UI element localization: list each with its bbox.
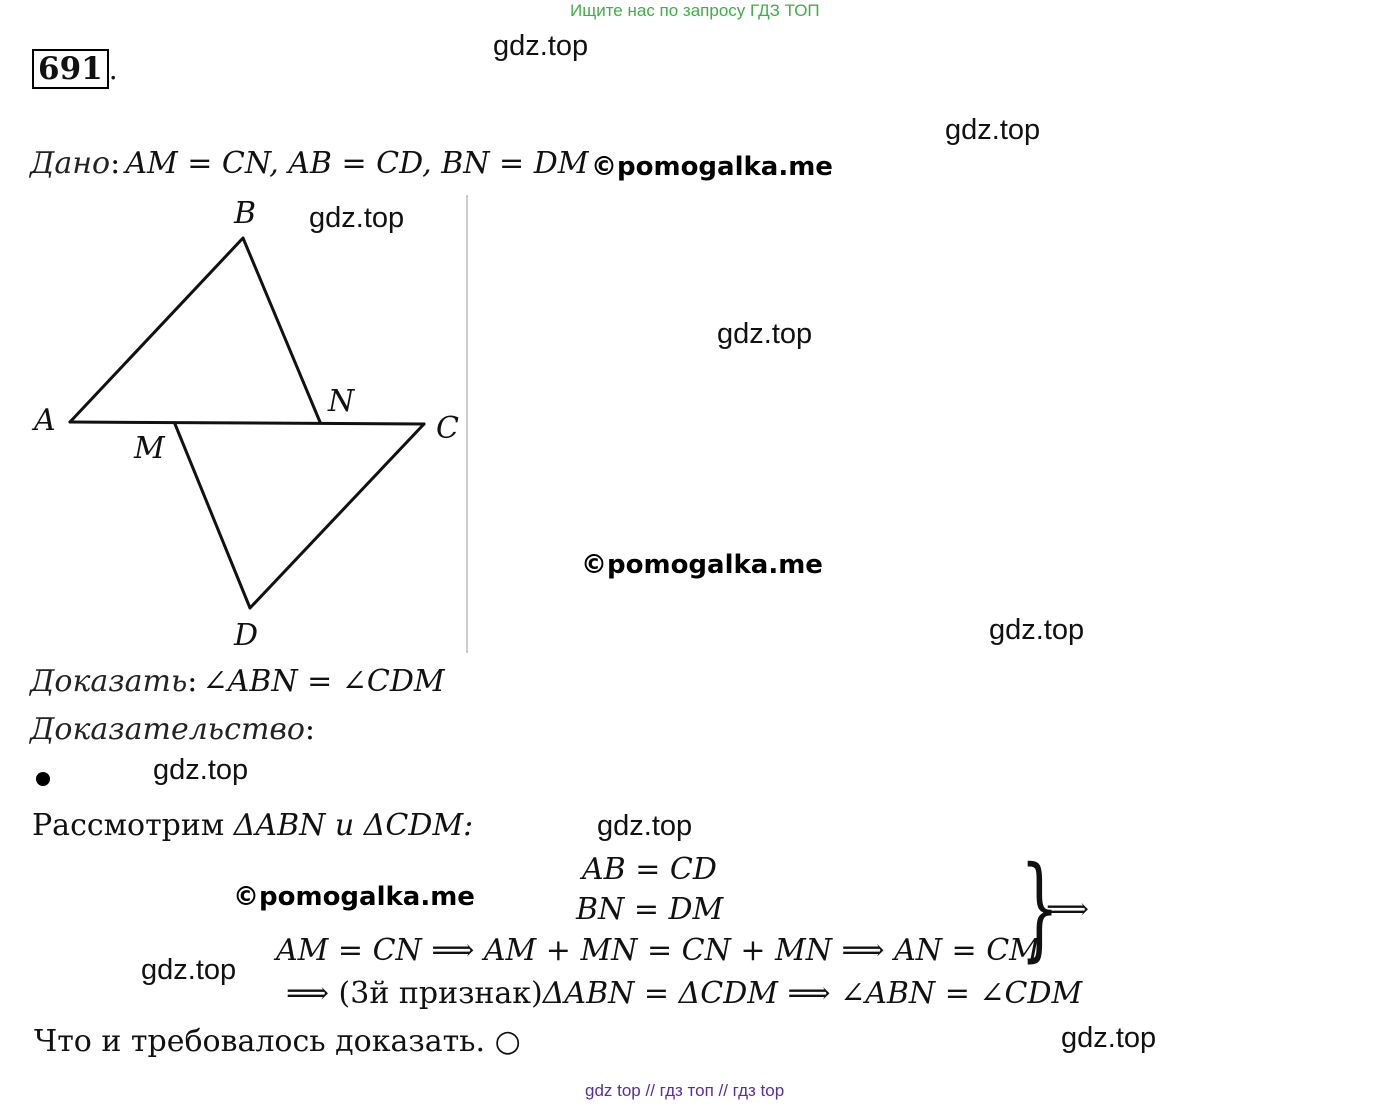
watermark-gdz: gdz.top	[309, 202, 405, 234]
problem-number: 691	[32, 49, 109, 89]
watermark-gdz: gdz.top	[989, 614, 1085, 646]
prove-colon: :	[187, 664, 198, 699]
watermark-gdz: gdz.top	[153, 754, 249, 786]
point-label-n: N	[327, 384, 356, 419]
right-brace: }	[1020, 843, 1060, 973]
given-line: Дано: AM = CN, AB = CD, BN = DM	[30, 146, 588, 181]
triangle-cdm	[173, 422, 426, 610]
given-content: AM = CN, AB = CD, BN = DM	[125, 146, 589, 181]
point-label-m: M	[133, 431, 166, 466]
point-label-d: D	[233, 618, 258, 653]
watermark-gdz: gdz.top	[597, 810, 693, 842]
consider-text: Рассмотрим	[32, 808, 234, 843]
conclusion-criterion: (3й признак)	[338, 976, 543, 1011]
problem-number-dot: .	[108, 53, 118, 86]
equation-bn-dm: BN = DM	[576, 892, 724, 927]
conclusion-line: ⟹ (3й признак)ΔABN = ΔCDM ⟹ ∠ABN = ∠CDM	[286, 976, 1082, 1011]
proof-colon: :	[304, 712, 316, 747]
given-colon: :	[110, 146, 121, 181]
conclusion-math: ΔABN = ΔCDM ⟹ ∠ABN = ∠CDM	[542, 976, 1083, 1011]
triangle-abn	[68, 236, 322, 424]
search-banner: Ищите нас по запросу ГДЗ ТОП	[570, 1, 820, 20]
equation-am-cn: AM = CN ⟹ AM + MN = CN + MN ⟹ AN = CM	[276, 933, 1040, 968]
point-label-a: A	[31, 403, 56, 438]
watermark-gdz: gdz.top	[1061, 1022, 1157, 1054]
conclusion-arrow: ⟹	[286, 976, 339, 1011]
equation-ab-cd: AB = CD	[582, 852, 717, 887]
watermark-pomogalka: ©pomogalka.me	[581, 550, 823, 580]
proof-heading: Доказательство:	[30, 712, 315, 747]
prove-content: ∠ABN = ∠CDM	[202, 664, 445, 699]
segment-ac	[68, 420, 426, 426]
consider-line: Рассмотрим ΔABN и ΔCDM:	[32, 808, 473, 843]
point-label-c: C	[436, 411, 459, 446]
prove-line: Доказать: ∠ABN = ∠CDM	[30, 664, 445, 699]
watermark-gdz: gdz.top	[141, 954, 237, 986]
point-label-b: B	[233, 196, 256, 231]
watermark-pomogalka: ©pomogalka.me	[591, 152, 833, 182]
implies-arrow: ⟹	[1046, 892, 1090, 927]
consider-math: ΔABN и ΔCDM:	[233, 808, 474, 843]
problem-number-block: 691.	[32, 49, 118, 89]
watermark-pomogalka: ©pomogalka.me	[233, 882, 475, 912]
watermark-gdz: gdz.top	[945, 114, 1041, 146]
bullet-point	[36, 772, 50, 786]
qed-line: Что и требовалось доказать. ○	[34, 1024, 521, 1059]
footer-links[interactable]: gdz top // гдз топ // гдз top	[585, 1081, 785, 1100]
watermark-gdz: gdz.top	[717, 318, 813, 350]
prove-label: Доказать	[30, 664, 188, 699]
given-label: Дано	[30, 146, 111, 181]
proof-label: Доказательство	[30, 712, 305, 747]
geometry-figure: B A N C M D	[31, 195, 468, 653]
watermark-gdz: gdz.top	[493, 30, 589, 62]
